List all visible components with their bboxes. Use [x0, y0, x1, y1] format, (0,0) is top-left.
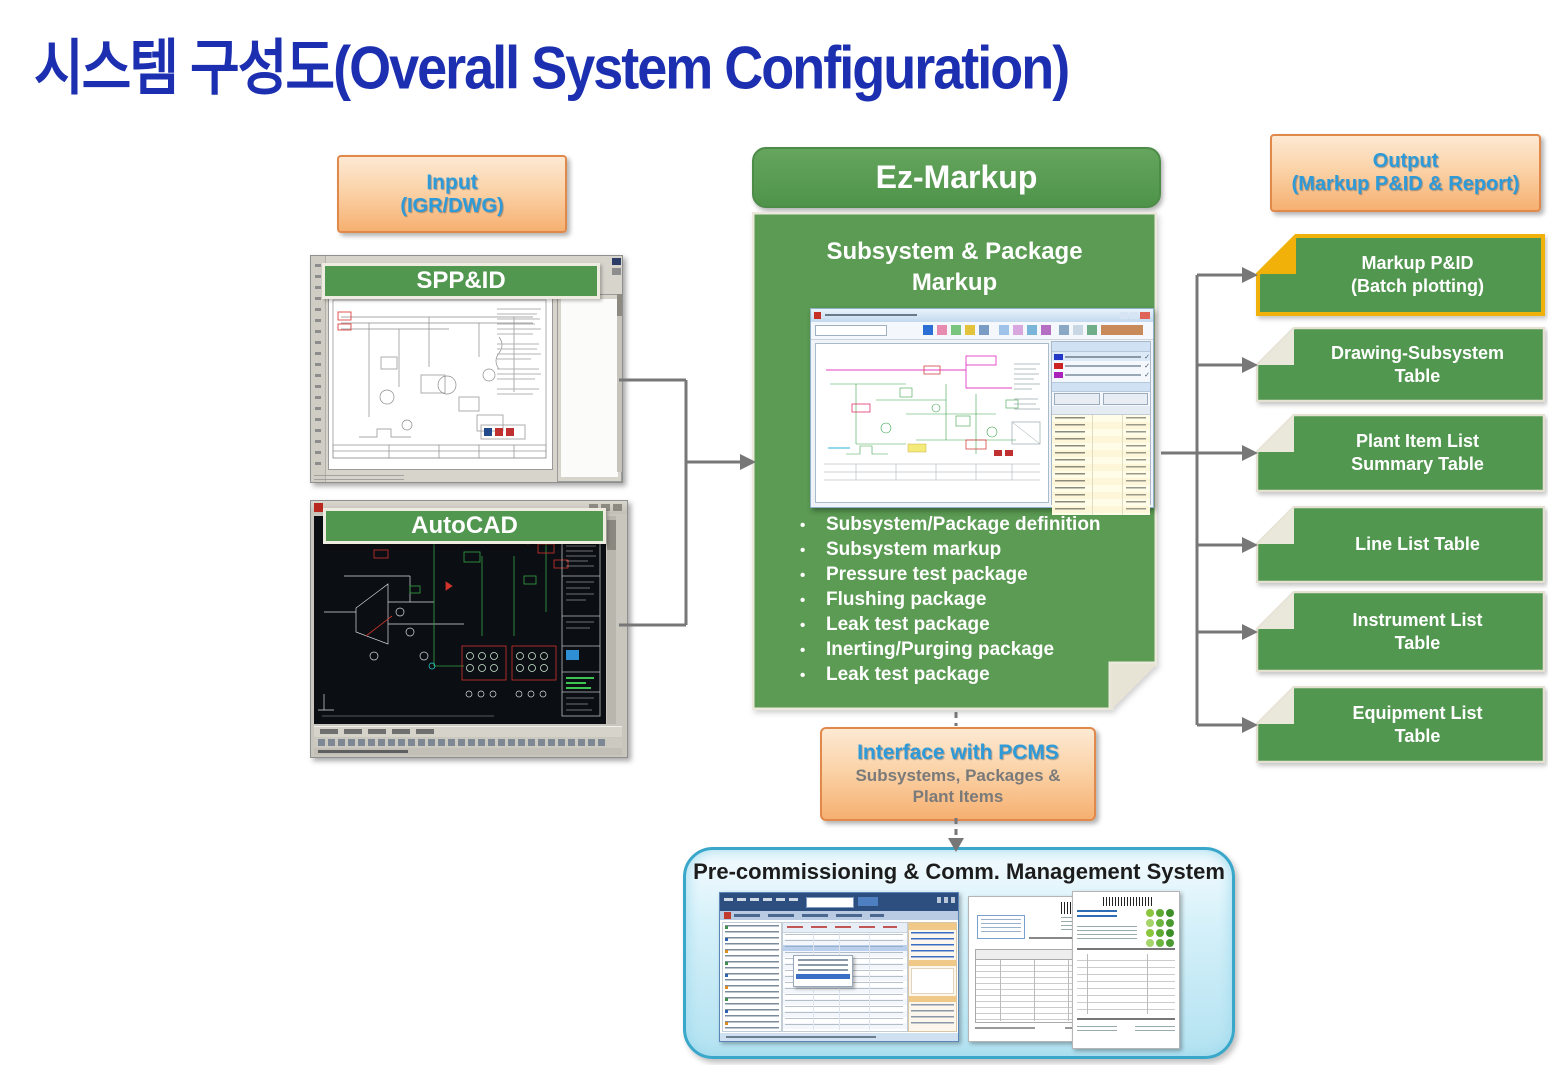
sppid-scrollbar [617, 294, 622, 472]
bullet-item: Leak test package [796, 662, 1101, 688]
pcms-report-page-2 [1072, 891, 1180, 1049]
bullet-item: Leak test package [796, 612, 1101, 638]
input-label: Input (IGR/DWG) [337, 155, 567, 233]
folded-corner [1257, 328, 1294, 365]
autocad-toolbar [314, 738, 622, 748]
output-label: Output (Markup P&ID & Report) [1270, 134, 1541, 212]
pcms-app-side-panel [908, 922, 957, 1032]
bullet-item: Flushing package [796, 587, 1101, 613]
ezmarkup-canvas [815, 343, 1049, 503]
report-box-markup-pid: Markup P&ID (Batch plotting) [1256, 234, 1545, 316]
autocad-banner-label: AutoCAD [411, 512, 518, 539]
page-title: 시스템 구성도(Overall System Configuration) [34, 34, 1070, 102]
bullet-item: Subsystem markup [796, 537, 1101, 563]
autocad-layout-tabs [314, 726, 622, 737]
connector-output-trunk [1161, 275, 1199, 725]
pcms-app-tabs [720, 911, 958, 920]
interface-pcms-title: Interface with PCMS [857, 741, 1059, 764]
input-title: Input [426, 170, 478, 194]
ezmarkup-app-titlebar [811, 309, 1153, 322]
pcms-app-statusbar [720, 1033, 958, 1041]
pcms-panel: Pre-commissioning & Comm. Management Sys… [683, 847, 1235, 1059]
pcms-title: Pre-commissioning & Comm. Management Sys… [693, 859, 1225, 884]
folded-corner [1257, 687, 1294, 724]
ezmarkup-panel: Subsystem & Package Markup [752, 212, 1157, 710]
folded-corner [1258, 236, 1296, 274]
sppid-properties-panel [557, 294, 622, 482]
report-box-instrument-list: Instrument List Table [1256, 591, 1545, 672]
sppid-banner-label: SPP&ID [416, 267, 506, 294]
report-box-label: Line List Table [1355, 534, 1480, 554]
sppid-left-toolbar [311, 256, 326, 482]
bullet-item: Pressure test package [796, 562, 1101, 588]
pcms-app-screenshot [719, 892, 959, 1042]
pcms-context-menu [793, 955, 853, 987]
bullet-item: Subsystem/Package definition [796, 512, 1101, 538]
sppid-window-buttons [612, 258, 621, 292]
pcms-app-table [782, 922, 908, 1032]
folded-corner [1257, 592, 1294, 629]
connector-input-merge [619, 378, 688, 627]
folded-corner [1257, 415, 1294, 452]
ezmarkup-app-toolbar [811, 322, 1153, 340]
folded-corner [1257, 507, 1294, 544]
feature-bullet-list: Subsystem/Package definition Subsystem m… [796, 512, 1101, 688]
pcms-app-titlebar [720, 893, 958, 911]
autocad-canvas [314, 516, 606, 724]
ezmarkup-header-label: Ez-Markup [875, 159, 1038, 195]
output-subtitle: (Markup P&ID & Report) [1291, 173, 1520, 195]
report-box-label: Plant Item List Summary Table [1351, 431, 1484, 474]
autocad-screenshot: AutoCAD [310, 500, 628, 758]
autocad-scrollbar [607, 516, 616, 724]
report-box-label: Drawing-Subsystem Table [1330, 342, 1505, 386]
sppid-statusbar [314, 475, 404, 480]
autocad-banner: AutoCAD [323, 508, 606, 544]
input-subtitle: (IGR/DWG) [400, 194, 504, 217]
ezmarkup-panel-title: Subsystem & Package Markup [826, 238, 1083, 296]
autocad-statusbar [314, 748, 622, 755]
report-box-plant-item-list: Plant Item List Summary Table [1256, 414, 1545, 492]
bullet-item: Inerting/Purging package [796, 637, 1101, 663]
ezmarkup-side-panel: ✓ ✓ ✓ [1051, 341, 1151, 515]
sppid-screenshot: SPP&ID [310, 255, 623, 483]
output-title: Output [1372, 150, 1439, 172]
interface-pcms-box: Interface with PCMS Subsystems, Packages… [820, 727, 1096, 821]
arrowheads [740, 267, 1258, 852]
sppid-banner: SPP&ID [322, 263, 600, 299]
ezmarkup-item-grid [1052, 415, 1150, 515]
ezmarkup-drawing [824, 355, 1041, 481]
barcode [1103, 897, 1153, 906]
interface-pcms-subtitle: Subsystems, Packages & Plant Items [855, 766, 1061, 806]
ezmarkup-header: Ez-Markup [752, 147, 1161, 208]
pcms-app-tree [722, 922, 782, 1032]
folded-corner [1111, 664, 1157, 710]
report-box-drawing-subsystem: Drawing-Subsystem Table [1256, 327, 1545, 402]
report-box-equipment-list: Equipment List Table [1256, 686, 1545, 763]
report-box-label: Markup P&ID (Batch plotting) [1351, 253, 1484, 296]
sppid-canvas [328, 296, 553, 470]
ezmarkup-app-screenshot: ✓ ✓ ✓ [810, 308, 1154, 515]
autocad-drawing [318, 519, 601, 717]
report-box-label: Equipment List Table [1352, 702, 1483, 746]
sppid-drawing [332, 299, 547, 459]
report-box-line-list: Line List Table [1256, 506, 1545, 583]
report-box-label: Instrument List Table [1352, 609, 1483, 653]
status-dots [1145, 908, 1175, 948]
